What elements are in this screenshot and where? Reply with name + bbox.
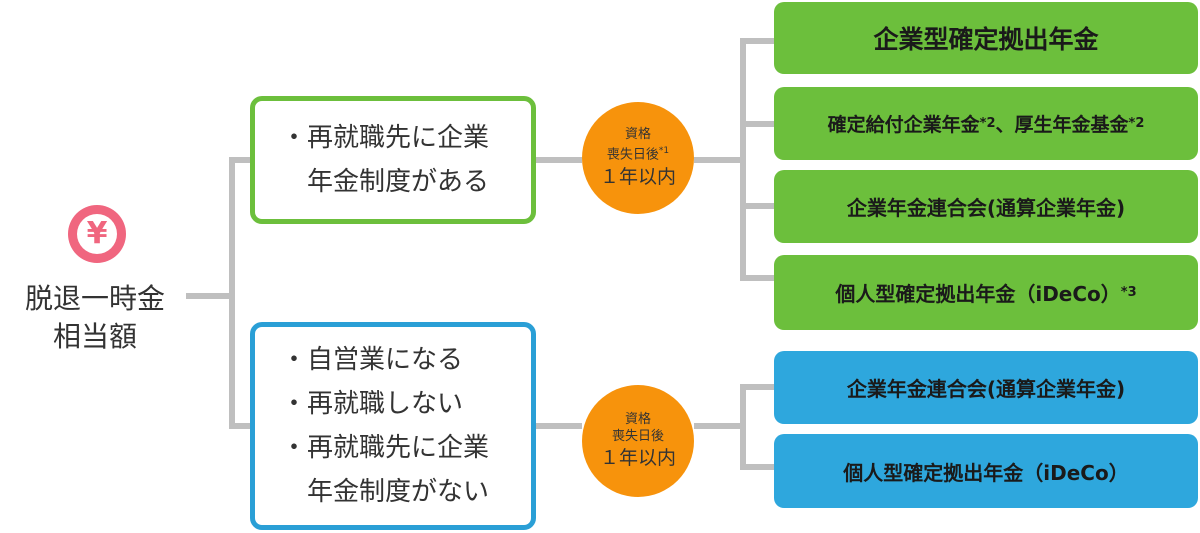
condition-line: 年金制度がある xyxy=(307,167,490,197)
condition-box-no-plan: ・自営業になる ・再就職しない ・再就職先に企業 年金制度がない xyxy=(250,322,536,530)
destination-label: 個人型確定拠出年金（iDeCo） xyxy=(843,460,1129,485)
destination-label: 企業型確定拠出年金 xyxy=(873,25,1099,54)
destination-label: 企業年金連合会(通算企業年金) xyxy=(846,377,1126,401)
timing-line2: 喪失日後 xyxy=(611,429,664,444)
timing-line2: 喪失日後*1 xyxy=(607,143,669,163)
footnote-mark: *2 xyxy=(1128,116,1145,131)
timing-circle-has-plan: 資格 喪失日後*1 １年以内 xyxy=(582,102,694,214)
timing-line3: １年以内 xyxy=(599,447,676,469)
timing-line1: 資格 xyxy=(624,412,651,427)
source-label-line2: 相当額 xyxy=(52,320,137,353)
timing-line1: 資格 xyxy=(624,127,651,143)
footnote-mark: *3 xyxy=(1120,285,1137,300)
destination-label-2: 、厚生年金基金 xyxy=(995,114,1129,136)
source-label-line1: 脱退一時金 xyxy=(24,282,165,315)
footnote-mark: *2 xyxy=(979,116,996,131)
condition-line: ・再就職先に企業 xyxy=(281,433,490,463)
yen-glyph: ¥ xyxy=(77,214,117,254)
condition-line: ・自営業になる xyxy=(281,345,464,375)
destination-ideco: 個人型確定拠出年金（iDeCo）*3 xyxy=(774,255,1198,330)
destination-label: 確定給付企業年金 xyxy=(827,114,980,136)
source-label: 脱退一時金 相当額 xyxy=(10,280,180,356)
condition-line: 年金制度がない xyxy=(307,477,490,507)
destination-ideco: 個人型確定拠出年金（iDeCo） xyxy=(774,434,1198,508)
timing-line3: １年以内 xyxy=(599,165,676,188)
destination-db-pension: 確定給付企業年金*2、厚生年金基金*2 xyxy=(774,87,1198,160)
timing-circle-no-plan: 資格 喪失日後 １年以内 xyxy=(582,385,694,497)
footnote-mark: *1 xyxy=(658,146,670,157)
condition-line: ・再就職しない xyxy=(281,389,464,419)
destination-corporate-dc: 企業型確定拠出年金 xyxy=(774,2,1198,74)
condition-line: ・再就職先に企業 xyxy=(281,123,490,153)
yen-icon: ¥ xyxy=(68,205,126,263)
timing-line2-text: 喪失日後 xyxy=(606,147,659,163)
destination-pension-association: 企業年金連合会(通算企業年金) xyxy=(774,351,1198,424)
destination-pension-association: 企業年金連合会(通算企業年金) xyxy=(774,170,1198,243)
destination-label: 企業年金連合会(通算企業年金) xyxy=(846,196,1126,220)
destination-label: 個人型確定拠出年金（iDeCo） xyxy=(835,282,1121,306)
condition-box-has-plan: ・再就職先に企業 年金制度がある xyxy=(250,96,536,224)
